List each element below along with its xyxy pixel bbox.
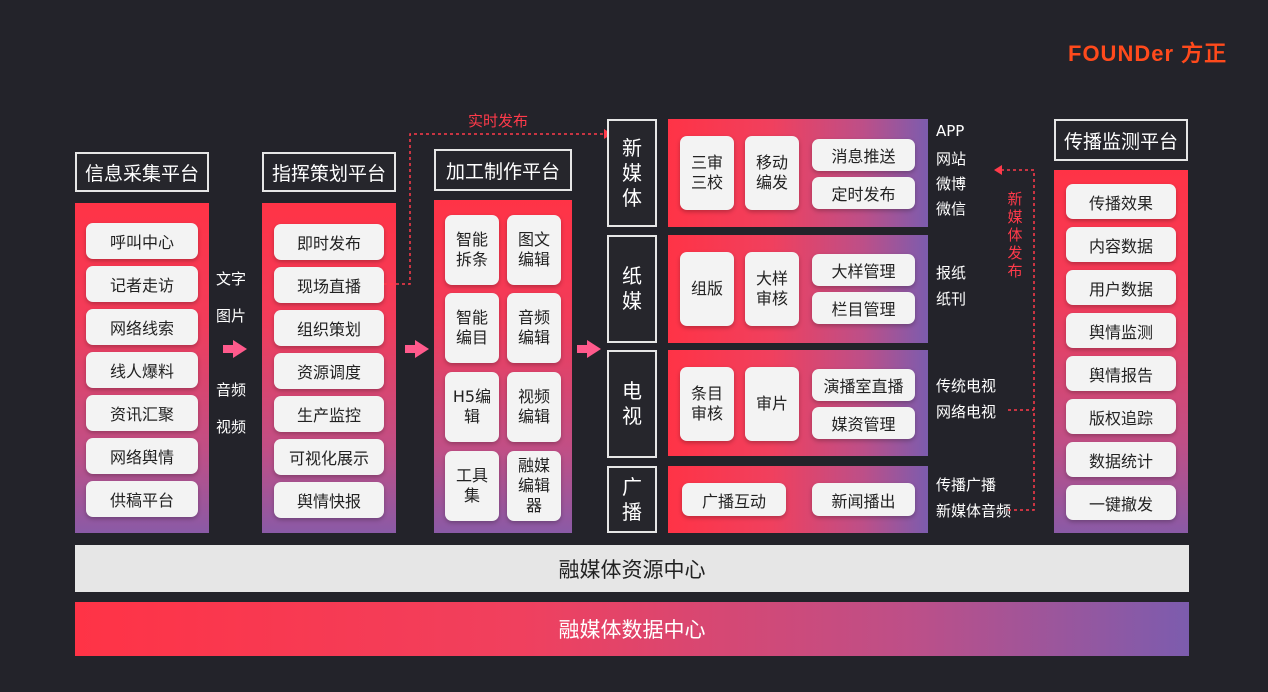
command-item: 即时发布 (274, 224, 384, 260)
collection-item: 记者走访 (86, 266, 198, 302)
tv-item: 媒资管理 (812, 407, 915, 439)
production-item: 智能拆条 (445, 215, 499, 285)
tv-label: 电视 (607, 350, 657, 458)
tv-output: 传统电视 (936, 377, 997, 395)
content-type-video: 视频 (216, 418, 247, 436)
monitor-item: 版权追踪 (1066, 399, 1176, 434)
production-item: 工具集 (445, 451, 499, 521)
monitor-panel (1054, 170, 1188, 533)
command-item: 可视化展示 (274, 439, 384, 475)
content-type-image: 图片 (216, 307, 247, 325)
command-title: 指挥策划平台 (262, 152, 396, 192)
command-item: 资源调度 (274, 353, 384, 389)
monitor-item: 一键撤发 (1066, 485, 1176, 520)
monitor-item: 舆情报告 (1066, 356, 1176, 391)
collection-item: 网络线索 (86, 309, 198, 345)
collection-item: 线人爆料 (86, 352, 198, 388)
radio-item: 广播互动 (682, 483, 786, 516)
radio-label: 广播 (607, 466, 657, 533)
paper-item: 组版 (680, 252, 734, 326)
radio-output: 新媒体音频 (936, 502, 1012, 520)
tv-item: 演播室直播 (812, 369, 915, 401)
new-media-output: 网站 (936, 150, 967, 168)
paper-item: 大样管理 (812, 254, 915, 286)
tv-item: 条目审核 (680, 367, 734, 441)
data-center-bar: 融媒体数据中心 (75, 602, 1189, 656)
new-media-item: 消息推送 (812, 139, 915, 171)
data-center-label: 融媒体数据中心 (558, 618, 706, 642)
production-item: 图文编辑 (507, 215, 561, 285)
paper-output: 纸刊 (936, 290, 967, 308)
monitor-item: 内容数据 (1066, 227, 1176, 262)
production-item: 智能编目 (445, 293, 499, 363)
logo-cn: 方正 (1181, 41, 1228, 66)
paper-item: 大样审核 (745, 252, 799, 326)
feedback-label: 新媒体发布 (1006, 190, 1024, 280)
monitor-item: 传播效果 (1066, 184, 1176, 219)
production-item: 音频编辑 (507, 293, 561, 363)
content-type-audio: 音频 (216, 381, 247, 399)
collection-item: 呼叫中心 (86, 223, 198, 259)
collection-item: 资讯汇聚 (86, 395, 198, 431)
realtime-label: 实时发布 (468, 112, 529, 130)
command-item: 生产监控 (274, 396, 384, 432)
production-item: H5编辑 (445, 372, 499, 442)
monitor-item: 用户数据 (1066, 270, 1176, 305)
paper-item: 栏目管理 (812, 292, 915, 324)
monitor-item: 数据统计 (1066, 442, 1176, 477)
tv-output: 网络电视 (936, 403, 997, 421)
resource-center-label: 融媒体资源中心 (558, 557, 706, 582)
new-media-output: 微博 (936, 175, 967, 193)
new-media-item: 定时发布 (812, 177, 915, 209)
production-item: 视频编辑 (507, 372, 561, 442)
tv-item: 审片 (745, 367, 799, 441)
founder-logo: FOUNDer 方正 (1068, 36, 1227, 68)
production-item: 融媒编辑器 (507, 451, 561, 521)
new-media-output: 微信 (936, 200, 967, 218)
collection-item: 网络舆情 (86, 438, 198, 474)
new-media-item: 三审三校 (680, 136, 734, 210)
paper-output: 报纸 (936, 264, 967, 282)
radio-output: 传播广播 (936, 476, 997, 494)
command-item: 现场直播 (274, 267, 384, 303)
feedback-connector (994, 165, 1035, 511)
monitor-item: 舆情监测 (1066, 313, 1176, 348)
command-item: 组织策划 (274, 310, 384, 346)
radio-item: 新闻播出 (812, 483, 915, 516)
new-media-output: APP (936, 122, 965, 140)
collection-item: 供稿平台 (86, 481, 198, 517)
paper-label: 纸媒 (607, 235, 657, 343)
command-item: 舆情快报 (274, 482, 384, 518)
collection-title: 信息采集平台 (75, 152, 209, 192)
new-media-item: 移动编发 (745, 136, 799, 210)
logo-text: FOUNDer (1068, 41, 1175, 66)
new-media-label: 新媒体 (607, 119, 657, 227)
monitor-title: 传播监测平台 (1054, 119, 1188, 161)
production-title: 加工制作平台 (434, 149, 572, 191)
content-type-text: 文字 (216, 270, 247, 288)
resource-center-bar: 融媒体资源中心 (75, 545, 1189, 592)
